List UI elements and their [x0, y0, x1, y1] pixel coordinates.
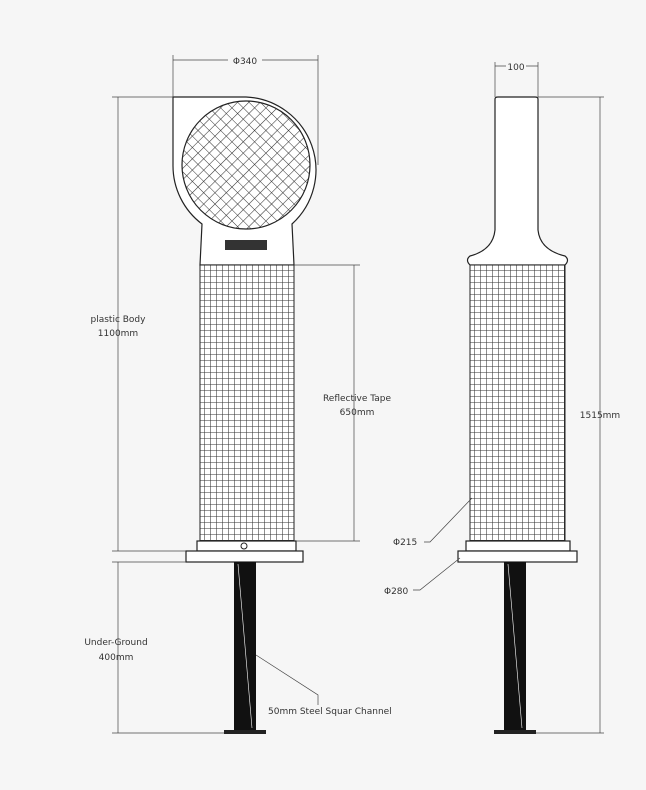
side-reflective-body: [469, 264, 566, 542]
reflective-tape-length: 650mm: [340, 408, 375, 418]
reflective-tape-body: [199, 264, 295, 542]
underground-length: 400mm: [99, 653, 134, 663]
logo: [225, 240, 267, 250]
body-diameter-label: Φ215: [393, 538, 417, 548]
front-view: [172, 96, 317, 734]
reflector-grid: [181, 100, 311, 230]
side-view: [457, 96, 578, 734]
dimensions-front: [112, 54, 360, 734]
reflective-tape-label: Reflective Tape: [323, 394, 392, 404]
total-height-label: 1515mm: [580, 411, 620, 421]
base-diameter-label: Φ280: [384, 587, 409, 597]
plastic-body-label: plastic Body: [91, 315, 147, 325]
dimensions-side: [413, 60, 604, 734]
plastic-body-length: 1100mm: [98, 329, 138, 339]
foot-plate: [224, 730, 266, 734]
base-plate: [185, 550, 304, 563]
side-neck: [466, 96, 569, 266]
channel-label: 50mm Steel Squar Channel: [268, 707, 392, 717]
underground-label: Under-Ground: [84, 638, 147, 648]
top-width-label: 100: [507, 63, 524, 73]
head-diameter-label: Φ340: [233, 57, 258, 67]
bolt-hole: [240, 542, 248, 550]
